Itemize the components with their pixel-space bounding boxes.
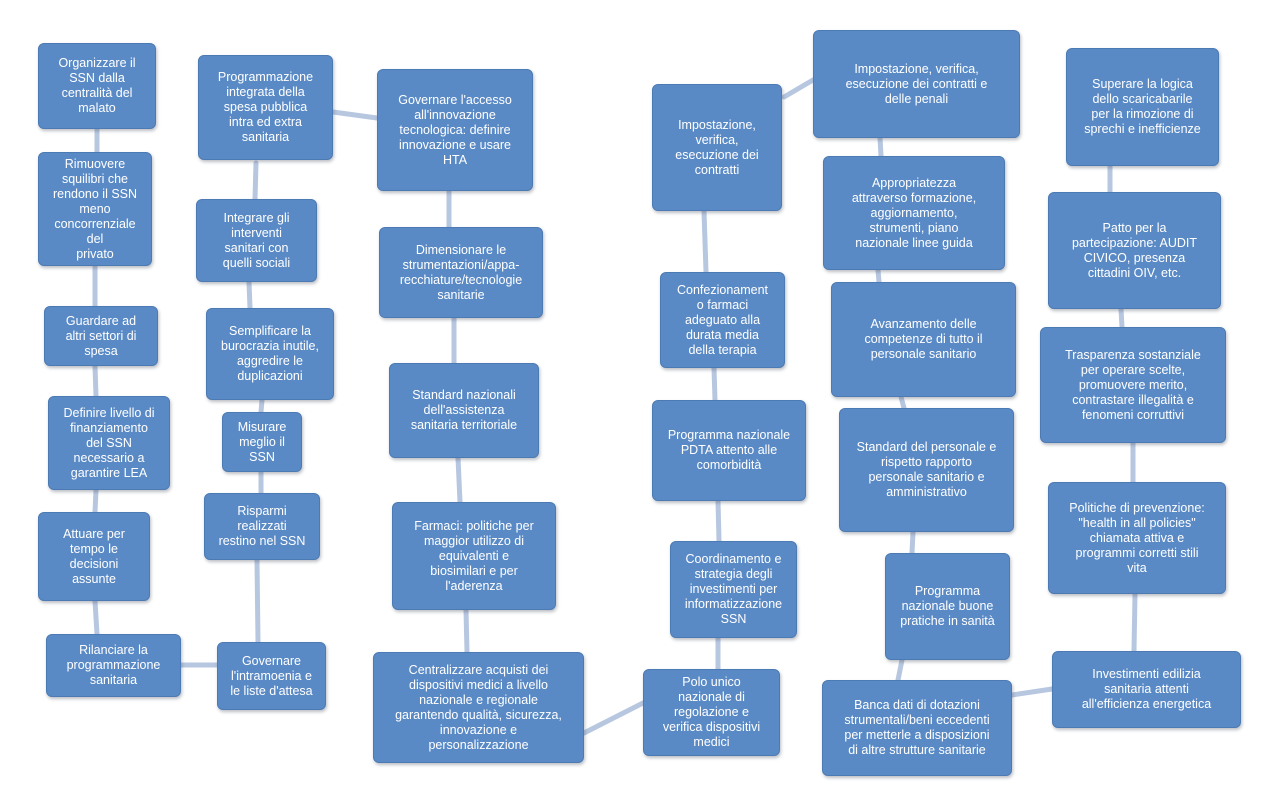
node-farmaci-politiche: Farmaci: politiche per maggior utilizzo … bbox=[392, 502, 556, 610]
connector bbox=[715, 498, 722, 544]
connector bbox=[330, 109, 380, 121]
node-integrare-interventi: Integrare gli interventi sanitari con qu… bbox=[196, 199, 317, 282]
connector bbox=[252, 160, 259, 202]
connector bbox=[254, 557, 261, 645]
connector bbox=[246, 279, 253, 311]
node-banca-dati: Banca dati di dotazioni strumentali/beni… bbox=[822, 680, 1012, 776]
connector bbox=[898, 394, 907, 411]
node-coordinamento-informatizzazione: Coordinamento e strategia degli investim… bbox=[670, 541, 797, 638]
connector bbox=[895, 657, 905, 683]
node-patto-partecipazione: Patto per la partecipazione: AUDIT CIVIC… bbox=[1048, 192, 1221, 309]
node-centralizzare-acquisti: Centralizzare acquisti dei dispositivi m… bbox=[373, 652, 584, 763]
connector bbox=[1009, 686, 1055, 698]
node-dimensionare-strumentazioni: Dimensionare le strumentazioni/appa- rec… bbox=[379, 227, 543, 318]
connector bbox=[875, 267, 882, 285]
connector bbox=[711, 365, 718, 403]
connector bbox=[1118, 306, 1125, 330]
node-politiche-prevenzione: Politiche di prevenzione: "health in all… bbox=[1048, 482, 1226, 594]
node-standard-territoriale: Standard nazionali dell'assistenza sanit… bbox=[389, 363, 539, 458]
connector bbox=[1131, 591, 1138, 654]
connector bbox=[781, 77, 816, 100]
node-buone-pratiche: Programma nazionale buone pratiche in sa… bbox=[885, 553, 1010, 660]
connector bbox=[258, 397, 265, 415]
connector bbox=[463, 607, 470, 655]
connector bbox=[92, 487, 99, 515]
node-attuare-decisioni: Attuare per tempo le decisioni assunte bbox=[38, 512, 150, 601]
node-polo-unico: Polo unico nazionale di regolazione e ve… bbox=[643, 669, 780, 756]
node-misurare-ssn: Misurare meglio il SSN bbox=[222, 412, 302, 472]
connector bbox=[92, 598, 100, 637]
node-governare-innovazione: Governare l'accesso all'innovazione tecn… bbox=[377, 69, 533, 191]
node-appropriatezza: Appropriatezza attraverso formazione, ag… bbox=[823, 156, 1005, 270]
node-semplificare-burocrazia: Semplificare la burocrazia inutile, aggr… bbox=[206, 308, 334, 400]
node-avanzamento-competenze: Avanzamento delle competenze di tutto il… bbox=[831, 282, 1016, 397]
node-risparmi-realizzati: Risparmi realizzati restino nel SSN bbox=[204, 493, 320, 560]
node-impostazione-penali: Impostazione, verifica, esecuzione dei c… bbox=[813, 30, 1020, 138]
connector bbox=[455, 455, 463, 505]
node-organizzare-ssn: Organizzare il SSN dalla centralità del … bbox=[38, 43, 156, 129]
node-governare-intramoenia: Governare l'intramoenia e le liste d'att… bbox=[217, 642, 326, 710]
node-programmazione-integrata: Programmazione integrata della spesa pub… bbox=[198, 55, 333, 160]
node-rilanciare-programmazione: Rilanciare la programmazione sanitaria bbox=[46, 634, 181, 697]
connector bbox=[909, 529, 916, 556]
connector bbox=[877, 135, 884, 159]
node-rimuovere-squilibri: Rimuovere squilibri che rendono il SSN m… bbox=[38, 152, 152, 266]
node-definire-finanziamento: Definire livello di finanziamento del SS… bbox=[48, 396, 170, 490]
node-programma-pdta: Programma nazionale PDTA attento alle co… bbox=[652, 400, 806, 501]
node-confezionamento-farmaci: Confezionament o farmaci adeguato alla d… bbox=[660, 272, 785, 368]
node-superare-scaricabarile: Superare la logica dello scaricabarile p… bbox=[1066, 48, 1219, 166]
node-investimenti-edilizia: Investimenti edilizia sanitaria attenti … bbox=[1052, 651, 1241, 728]
connector bbox=[92, 363, 99, 399]
node-standard-personale: Standard del personale e rispetto rappor… bbox=[839, 408, 1014, 532]
connector bbox=[581, 700, 646, 736]
node-impostazione-contratti: Impostazione, verifica, esecuzione dei c… bbox=[652, 84, 782, 211]
node-trasparenza: Trasparenza sostanziale per operare scel… bbox=[1040, 327, 1226, 443]
connector bbox=[701, 208, 709, 275]
node-guardare-altri-settori: Guardare ad altri settori di spesa bbox=[44, 306, 158, 366]
